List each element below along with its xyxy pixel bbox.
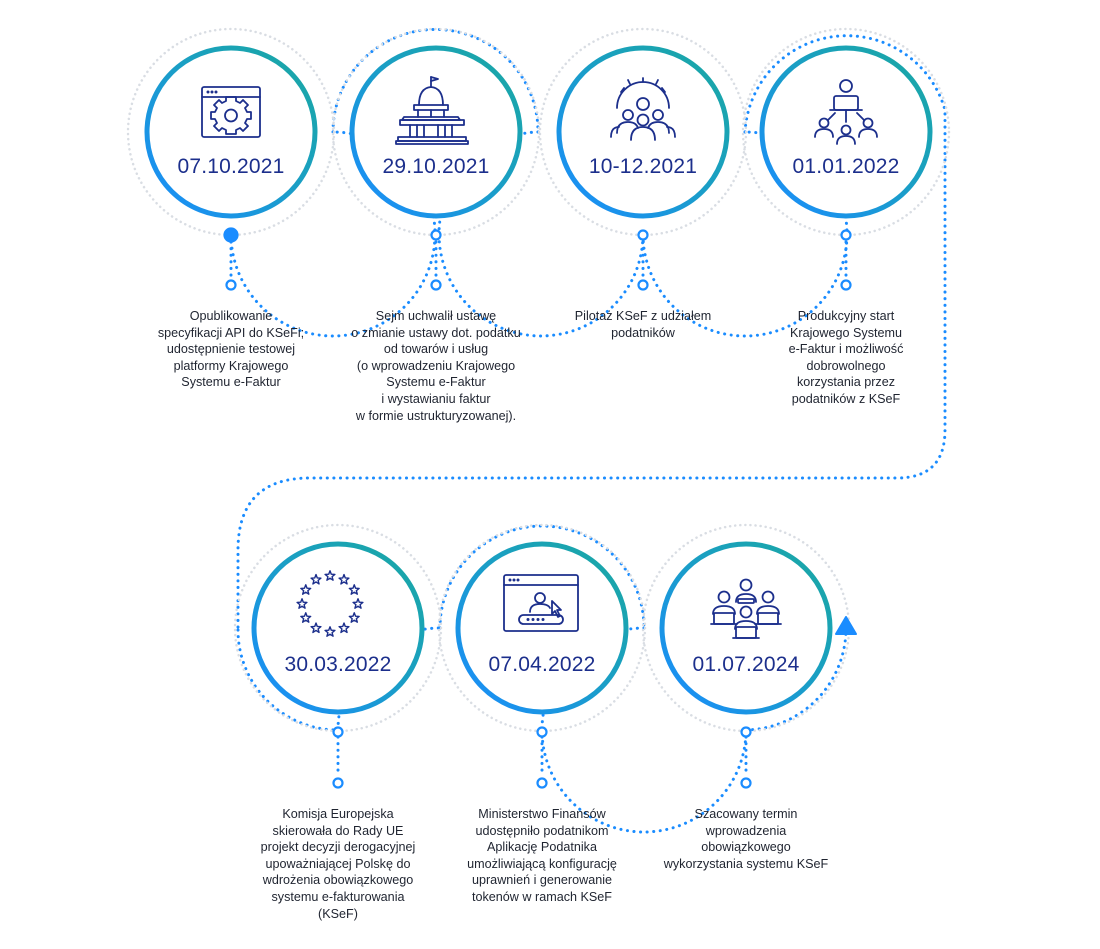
description-line: korzystania przez [797,375,895,390]
connector-arc-5 [236,628,340,732]
description-line: skierowała do Rady UE [272,823,404,838]
node-7-bottom [740,777,752,789]
milestone-description-6: Ministerstwo Finansów udostępniło podatn… [437,806,647,906]
node-6-bottom [536,777,548,789]
description-line: od towarów i usług [383,342,489,357]
description-line: specyfikacji API do KSeFi; [157,325,305,340]
description-line: Produkcyjny start [797,309,895,323]
description-line: Pilotaż KSeF z udziałem [574,309,712,323]
description-line: dobrowolnego [806,358,886,373]
stems [229,240,848,778]
parliament-building-icon [395,76,469,145]
milestone-ring-5 [251,541,425,715]
description-line: podatników [611,325,675,340]
milestone-description-1: Opublikowanie specyfikacji API do KSeFi;… [126,308,336,391]
description-line: obowiązkowego [701,840,791,855]
milestone-ring-3 [556,45,730,219]
description-line: Ministerstwo Finansów [478,807,606,821]
milestone-description-5: Komisja Europejska skierowała do Rady UE… [233,806,443,922]
eu-star [338,573,350,585]
node-7-top [740,726,752,738]
eu-star [324,626,336,637]
description-line: w formie ustrukturyzowanej). [355,408,517,423]
milestone-ring-6 [455,541,629,715]
description-line: i wystawianiu faktur [381,391,491,406]
connector-arc-9 [744,628,848,732]
description-line: Opublikowanie [189,309,273,323]
node-2-bottom [430,279,442,291]
eu-star [348,612,360,623]
node-5-top [332,726,344,738]
description-line: podatników z KSeF [791,391,901,406]
description-line: (KSeF) [318,906,358,921]
eu-star [324,570,336,581]
milestone-ring-4 [759,45,933,219]
network-users-icon [814,79,878,145]
description-line: Systemu e-Faktur [181,375,281,390]
milestone-date-1: 07.10.2021 [177,155,285,178]
eu-stars-icon [296,570,364,637]
milestone-date-4: 01.01.2022 [792,155,900,178]
description-line: Komisja Europejska [282,807,394,821]
description-line: wdrożenia obowiązkowego [262,873,414,888]
group-laptops-icon [710,578,782,639]
eu-star [310,622,322,634]
node-3-bottom [637,279,649,291]
milestone-rings [144,45,933,715]
node-6-top [536,726,548,738]
milestone-ring-7 [659,541,833,715]
node-5-bottom [332,777,344,789]
description-line: wykorzystania systemu KSeF [663,856,829,871]
eu-star [296,598,308,609]
node-1-bottom [225,279,237,291]
eu-star [300,584,312,595]
description-line: Sejm uchwalił ustawę [375,309,497,323]
milestone-date-3: 10-12.2021 [588,155,698,178]
description-line: projekt decyzji derogacyjnej [260,840,416,855]
description-line: platformy Krajowego [173,358,289,373]
timeline-nodes [223,227,852,789]
description-line: upoważniającej Polskę do [265,856,411,871]
description-line: Aplikację Podatnika [487,840,597,855]
milestone-description-3: Pilotaż KSeF z udziałem podatników [538,308,748,341]
milestone-ring-1 [144,45,318,219]
milestone-description-4: Produkcyjny start Krajowego Systemu e-Fa… [741,308,951,408]
description-line: e-Faktur i możliwość [788,342,904,357]
description-line: (o wprowadzeniu Krajowego [356,358,516,373]
node-4-top [840,229,852,241]
browser-gear-icon [201,86,261,138]
milestone-description-7: Szacowany termin wprowadzenia obowiązkow… [641,806,851,872]
eu-star [300,612,312,623]
eu-star [352,598,364,609]
milestone-date-5: 30.03.2022 [284,653,392,676]
milestone-date-2: 29.10.2021 [382,155,490,178]
milestone-date-7: 01.07.2024 [692,653,800,676]
start-node [223,227,239,243]
milestone-ring-2 [349,45,523,219]
team-gear-icon [610,77,676,141]
description-line: o zmianie ustawy dot. podatku [351,325,521,340]
node-2-top [430,229,442,241]
description-line: Szacowany termin [694,807,798,821]
description-line: uprawnień i generowanie [471,873,613,888]
node-3-top [637,229,649,241]
milestone-date-6: 07.04.2022 [488,653,596,676]
description-line: tokenów w ramach KSeF [472,889,612,904]
eu-star [310,573,322,585]
end-arrow-icon [835,616,857,635]
eu-star [348,584,360,595]
description-line: umożliwiającą konfigurację [467,856,617,871]
description-line: Systemu e-Faktur [386,375,486,390]
description-line: Krajowego Systemu [790,325,902,340]
description-line: wprowadzenia [705,823,787,838]
description-line: udostępnienie testowej [166,342,296,357]
description-line: systemu e-fakturowania [271,889,405,904]
eu-star [338,622,350,634]
milestone-description-2: Sejm uchwalił ustawę o zmianie ustawy do… [331,308,541,424]
node-4-bottom [840,279,852,291]
browser-login-icon [503,574,579,632]
description-line: udostępniło podatnikom [475,823,609,838]
